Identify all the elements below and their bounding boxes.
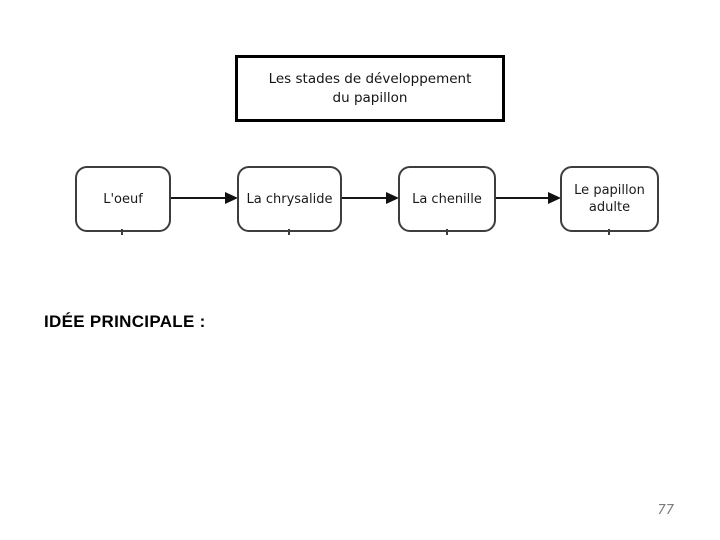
- title-box: Les stades de développement du papillon: [235, 55, 505, 122]
- flow-arrow-line: [171, 197, 226, 199]
- stage-label: L'oeuf: [103, 191, 143, 207]
- stage-label: La chrysalide: [246, 191, 333, 207]
- title-text: Les stades de développement du papillon: [268, 70, 472, 106]
- stage-box-chenille: La chenille: [398, 166, 496, 232]
- page-number: 77: [657, 503, 674, 518]
- arrow-head-icon: [225, 192, 238, 204]
- arrow-head-icon: [386, 192, 399, 204]
- connector-stub: [608, 229, 610, 235]
- stage-label: Le papillon adulte: [574, 183, 645, 215]
- stage-box-chrysalide: La chrysalide: [237, 166, 342, 232]
- flow-arrow-line: [342, 197, 387, 199]
- connector-stub: [121, 229, 123, 235]
- stage-label: La chenille: [412, 191, 482, 207]
- stage-box-papillon-adulte: Le papillon adulte: [560, 166, 659, 232]
- connector-stub: [288, 229, 290, 235]
- arrow-head-icon: [548, 192, 561, 204]
- flow-arrow-line: [496, 197, 549, 199]
- stage-box-oeuf: L'oeuf: [75, 166, 171, 232]
- connector-stub: [446, 229, 448, 235]
- main-idea-heading: IDÉE PRINCIPALE :: [44, 312, 206, 331]
